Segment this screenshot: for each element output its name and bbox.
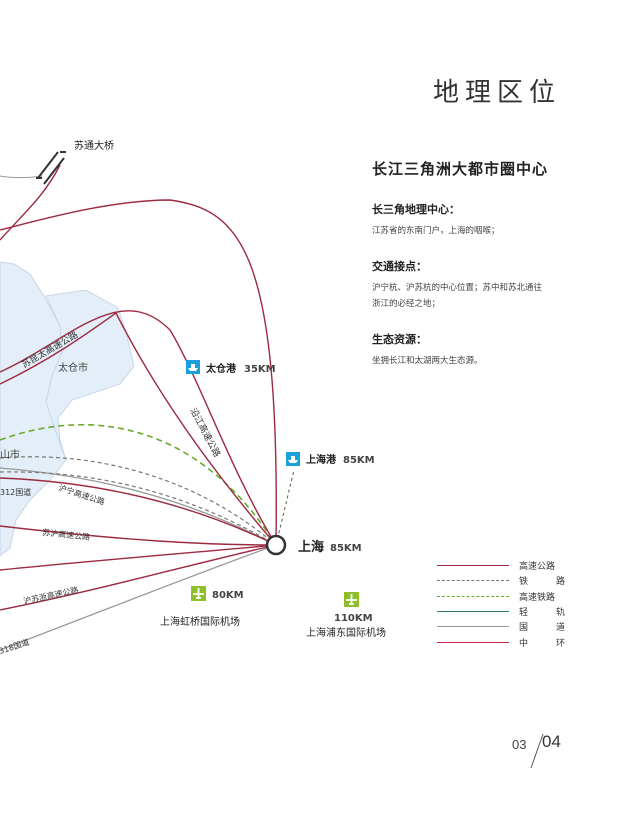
airport-hongqiao-label: 上海虹桥国际机场 [160, 615, 240, 628]
legend-label: 高速铁路 [519, 591, 556, 602]
legend-item: 国道 [437, 619, 577, 634]
info-section: 交通接点： 沪宁杭、沪苏杭的中心位置；苏中和苏北通往 浙江的必经之地； [372, 258, 592, 311]
legend-item: 轻轨 [437, 604, 577, 619]
port-shanghai-label: 上海港 [306, 453, 337, 466]
legend-swatch [437, 641, 509, 643]
sutong-bridge-label: 苏通大桥 [74, 139, 114, 152]
legend-label: 轻轨 [519, 607, 565, 618]
page-total: 04 [542, 732, 561, 751]
legend-label: 铁路 [519, 576, 565, 587]
shanghai-label: 上海 [298, 539, 324, 555]
legend-item: 高速铁路 [437, 589, 577, 604]
high-speed-rail [0, 423, 277, 546]
expressway-north-arc [0, 199, 277, 546]
port-taicang-distance: 35KM [244, 364, 276, 375]
airport-hongqiao-distance: 80KM [212, 590, 244, 601]
taicang-region [45, 289, 135, 461]
airport-pudong-label: 上海浦东国际机场 [306, 626, 386, 639]
legend-item: 高速公路 [437, 558, 577, 573]
legend-item: 中环 [437, 634, 577, 649]
info-section-text: 江苏省的东南门户，上海的咽喉； [372, 225, 500, 235]
info-section-text: 坐拥长江和太湖两大生态源。 [372, 355, 483, 365]
national-road-318 [0, 544, 277, 651]
legend-item: 铁路 [437, 573, 577, 588]
info-section-title: 交通接点： [372, 261, 427, 273]
info-section: 长三角地理中心： 江苏省的东南门户，上海的咽喉； [372, 201, 592, 238]
legend-label: 国道 [519, 622, 565, 633]
info-section: 生态资源： 坐拥长江和太湖两大生态源。 [372, 331, 592, 368]
port-shanghai-distance: 85KM [343, 455, 375, 466]
legend-swatch [437, 595, 509, 597]
railway-1 [0, 456, 277, 546]
expressway-suhu [0, 525, 277, 546]
road-label-318: 318国道 [0, 637, 30, 656]
expressway-huhuzhe [0, 544, 277, 611]
map-legend: 高速公路 铁路 高速铁路 轻轨 国道 中环 [437, 558, 577, 650]
expressway-sukunta [0, 311, 277, 546]
legend-label: 高速公路 [519, 561, 556, 572]
info-section-title: 生态资源： [372, 334, 427, 346]
legend-swatch [437, 626, 509, 628]
info-panel: 长江三角洲大都市圈中心 长三角地理中心： 江苏省的东南门户，上海的咽喉； 交通接… [372, 158, 592, 388]
port-link-line [275, 469, 295, 546]
page-current: 03 [512, 737, 527, 752]
info-section-text: 浙江的必经之地； [372, 298, 441, 308]
bridge-icon [36, 151, 66, 185]
airport-pudong-distance: 110KM [334, 613, 373, 624]
national-road-312 [0, 467, 277, 546]
legend-swatch [437, 565, 509, 567]
port-taicang-label: 太仓港 [205, 362, 237, 375]
road-label-312: 312国道 [0, 487, 31, 497]
legend-label: 中环 [519, 637, 565, 648]
taicang-label: 太仓市 [58, 361, 88, 374]
kunshan-label: 山市 [0, 448, 20, 461]
road-label-huhuzhe: 沪苏浙高速公路 [22, 585, 79, 606]
legend-swatch [437, 580, 509, 582]
info-section-text: 沪宁杭、沪苏杭的中心位置；苏中和苏北通往 [372, 282, 543, 292]
info-section-title: 长三角地理中心： [372, 204, 460, 216]
page-title: 地理区位 [432, 78, 561, 108]
expressway-south [0, 544, 277, 571]
north-road [0, 175, 43, 178]
info-headline: 长江三角洲大都市圈中心 [372, 161, 549, 178]
expressway-sutong [0, 164, 61, 241]
plane-icon [344, 592, 359, 607]
legend-swatch [437, 611, 509, 613]
shanghai-node [265, 534, 287, 556]
railway-2 [0, 471, 277, 546]
page-divider [530, 733, 544, 769]
ship-icon [286, 452, 300, 466]
road-label-suhu: 苏沪高速公路 [42, 527, 91, 542]
shanghai-distance: 85KM [330, 543, 362, 554]
expressway-yanjiang [0, 310, 277, 546]
ship-icon [186, 360, 200, 374]
page-number: 03 04 [512, 728, 582, 772]
road-label-yanjiang: 沿江高速公路 [187, 406, 223, 459]
expressway-huning [0, 477, 277, 546]
plane-icon [191, 586, 206, 601]
